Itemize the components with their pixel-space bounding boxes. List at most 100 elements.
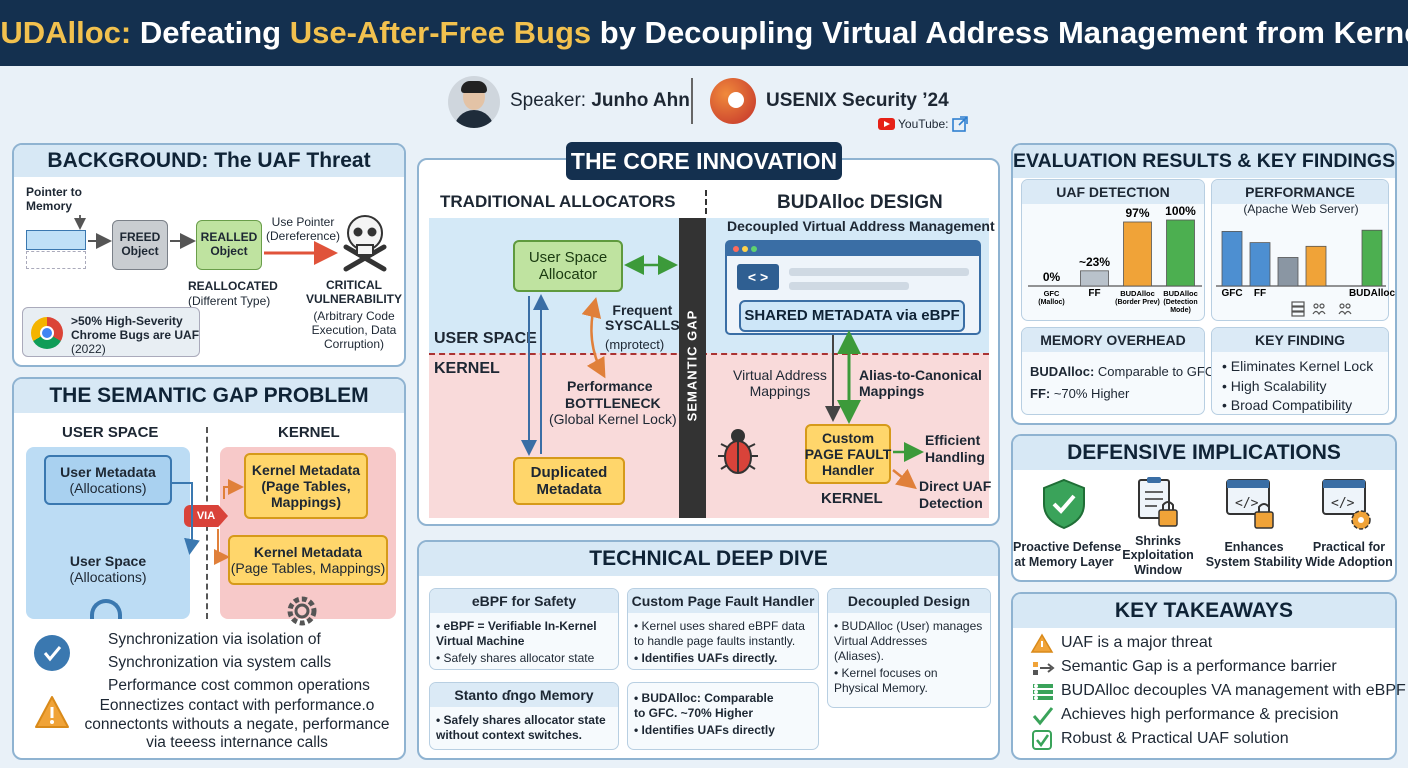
evaluation-title: EVALUATION RESULTS & KEY FINDINGS	[1013, 145, 1395, 178]
layers-icon	[1033, 684, 1053, 700]
critical-desc: (Arbitrary Code Execution, Data Corrupti…	[311, 309, 397, 351]
kernel-label: KERNEL	[278, 424, 340, 441]
document-lock-icon	[1135, 476, 1181, 532]
defense-item-2: Shrinks Exploitation Window	[1122, 534, 1194, 577]
sync-check-icon	[34, 635, 70, 671]
gap-arrow-icon	[1033, 662, 1055, 675]
chrome-year: (2022)	[71, 342, 106, 356]
budalloc-design-label: BUDAlloc DESIGN	[777, 192, 943, 213]
va-mappings-label: Virtual Address Mappings	[733, 367, 827, 400]
tick-label-0-1: (Malloc)	[1038, 299, 1064, 306]
takeaway-1: UAF is a major threat	[1061, 634, 1213, 651]
takeaway-icons	[1030, 632, 1057, 756]
bar-3	[1166, 219, 1195, 287]
mprotect-label: (mprotect)	[605, 337, 665, 352]
bar-1	[1249, 242, 1271, 287]
boundary-line	[429, 353, 989, 355]
data-label-1: ~23%	[1079, 255, 1110, 269]
chrome-stat-box: >50% High-Severity Chrome Bugs are UAF (…	[22, 307, 200, 357]
realloc-object: REALLED Object	[196, 220, 262, 270]
kernel-metadata-box-1: Kernel Metadata (Page Tables, Mappings)	[244, 453, 368, 519]
card-memory: Stanto ɗngo Memory Safely shares allocat…	[429, 682, 619, 750]
tick-label-5-0: BUDAlloc	[1349, 288, 1396, 299]
direct-uaf-label: Direct UAF Detection	[919, 478, 992, 511]
sync-line-3: Performance cost common operations	[108, 677, 370, 694]
card-decoupled: Decoupled Design BUDAlloc (User) manages…	[827, 588, 991, 708]
defense-item-4: Practical for Wide Adoption	[1305, 540, 1393, 569]
traditional-label: TRADITIONAL ALLOCATORS	[440, 192, 676, 211]
semantic-gap-title: THE SEMANTIC GAP PROBLEM	[14, 379, 404, 413]
duplicated-metadata: Duplicated Metadata	[513, 457, 625, 505]
memory-overhead-card: MEMORY OVERHEAD BUDAlloc: Comparable to …	[1021, 327, 1214, 415]
background-panel: BACKGROUND: The UAF Threat Pointer to Me…	[12, 143, 406, 367]
key-finding-card: KEY FINDING Eliminates Kernel LockHigh S…	[1211, 327, 1389, 415]
usenix-logo	[710, 78, 756, 124]
bottleneck-label: BOTTLENECK	[565, 395, 661, 411]
bar-3	[1305, 245, 1327, 287]
memory-line-2: FF: ~70% Higher	[1030, 386, 1130, 401]
use-pointer-label: Use Pointer (Dereference)	[266, 215, 341, 244]
core-kernel-label: KERNEL	[434, 360, 500, 377]
sync-line-1: Synchronization via isolation of	[108, 631, 321, 648]
performance-chart: GFC FF BUDAlloc	[1216, 229, 1395, 299]
speaker-row: Speaker: Junho Ahn USENIX Security ’24 Y…	[448, 74, 988, 136]
gear-icon	[284, 591, 320, 626]
card-comparison: BUDAlloc: Comparable to GFC. ~70% Higher…	[627, 682, 819, 750]
performance-subtitle: (Apache Web Server)	[1243, 202, 1359, 216]
frequent-syscalls: Frequent SYSCALLS	[605, 302, 680, 334]
defense-item-1: Proactive Defense at Memory Layer	[1013, 540, 1122, 569]
code-icon: < >	[737, 264, 779, 290]
reallocated-label: REALLOCATED	[188, 279, 278, 293]
user-metadata-box: User Metadata(Allocations)	[44, 455, 172, 505]
external-link-icon	[951, 116, 968, 132]
tick-label-2-0: BUDAlloc	[1120, 289, 1155, 298]
data-label-2: 97%	[1125, 206, 1149, 220]
code-gear-icon: </>	[1321, 476, 1373, 532]
alias-mappings-label: Alias-to-Canonical Mappings	[859, 367, 982, 400]
warning-text: Eonnectizes contact with performance.o c…	[84, 697, 390, 752]
freed-object: FREED Object	[112, 220, 168, 270]
deep-dive-panel: TECHNICAL DEEP DIVE eBPF for Safety eBPF…	[417, 540, 1000, 760]
sync-line-2: Synchronization via system calls	[108, 654, 332, 671]
page-title: BUDAlloc: Defeating Use-After-Free Bugs …	[0, 0, 1408, 66]
memory-block-ghost	[26, 251, 86, 269]
youtube-icon	[878, 118, 895, 130]
tick-label-0-0: GFC	[1221, 288, 1242, 299]
user-space-allocator: User Space Allocator	[513, 240, 623, 292]
avatar	[448, 76, 500, 128]
core-kernel-label-2: KERNEL	[821, 490, 883, 507]
bar-2	[1123, 221, 1152, 287]
memory-block	[26, 230, 86, 250]
semantic-gap-panel: THE SEMANTIC GAP PROBLEM USER SPACE KERN…	[12, 377, 406, 760]
defense-item-3: Enhances System Stability	[1205, 540, 1303, 569]
core-innovation-title: THE CORE INNOVATION	[566, 142, 842, 180]
bar-0	[1221, 231, 1243, 287]
evaluation-panel: EVALUATION RESULTS & KEY FINDINGS UAF DE…	[1011, 143, 1397, 425]
sync-icon	[90, 599, 122, 619]
takeaways-panel: KEY TAKEAWAYS UAF is a major threat Sema…	[1011, 592, 1406, 760]
youtube-link[interactable]: YouTube:	[878, 116, 968, 132]
warning-icon	[34, 695, 70, 729]
check-icon	[1032, 707, 1054, 726]
user-space-box: User Space(Allocations)	[26, 539, 190, 599]
bug-icon	[715, 422, 761, 478]
takeaway-3: BUDAlloc decouples VA management with eB…	[1061, 682, 1406, 699]
semantic-gap-bar	[679, 218, 706, 518]
conference-name: USENIX Security ’24	[766, 90, 949, 111]
tick-label-1-0: FF	[1088, 288, 1100, 299]
deep-dive-title: TECHNICAL DEEP DIVE	[419, 542, 998, 576]
tick-label-1-0: FF	[1254, 288, 1266, 299]
background-title: BACKGROUND: The UAF Threat	[14, 145, 404, 177]
divider	[691, 78, 693, 124]
core-innovation-panel: TRADITIONAL ALLOCATORS BUDAlloc DESIGN D…	[417, 158, 1000, 526]
warning-icon	[1030, 633, 1054, 653]
page-fault-handler: Custom PAGE FAULT Handler	[805, 424, 891, 484]
shield-icon	[1041, 478, 1087, 530]
takeaway-2: Semantic Gap is a performance barrier	[1061, 658, 1337, 675]
speaker-name: Speaker: Junho Ahn	[510, 90, 690, 111]
card-page-fault: Custom Page Fault Handler Kernel uses sh…	[627, 588, 819, 670]
checkbox-icon	[1032, 730, 1052, 750]
